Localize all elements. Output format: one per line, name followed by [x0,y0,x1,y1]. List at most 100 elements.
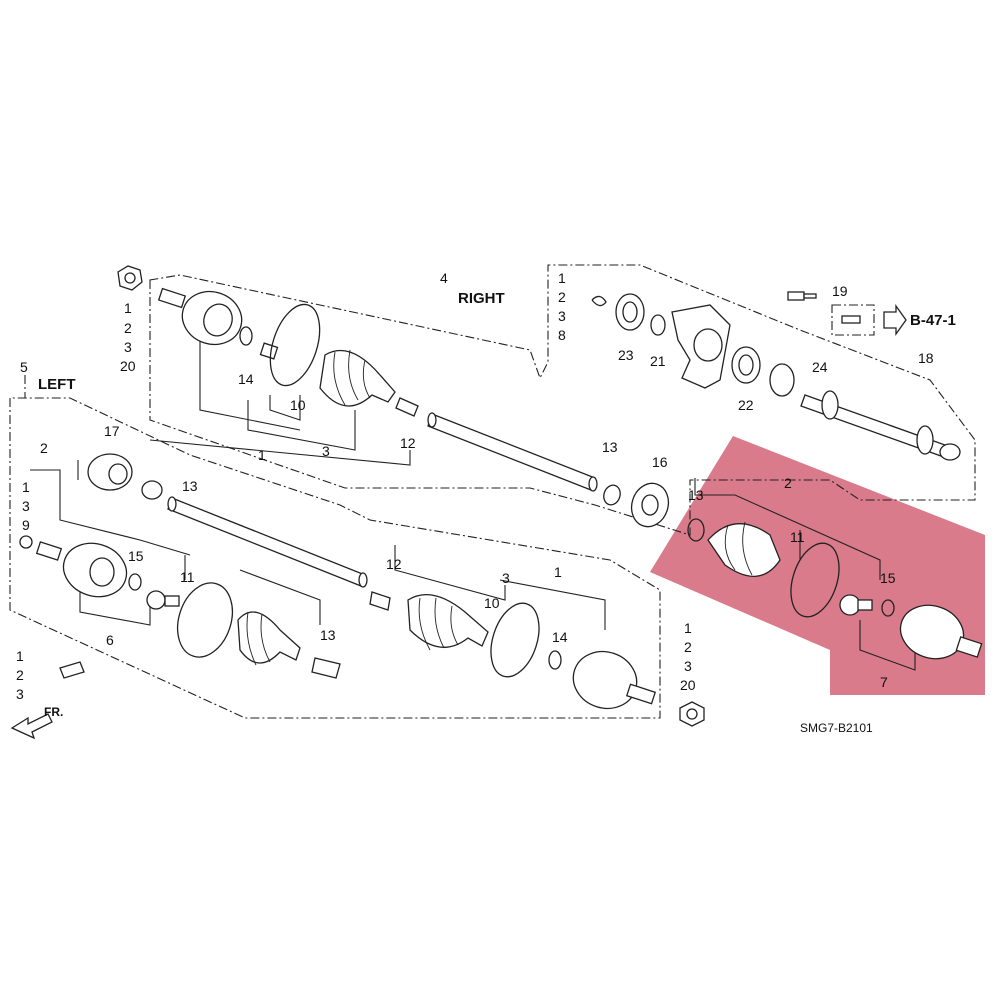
label-ls-c: 9 [22,517,30,533]
label-h7: 7 [880,674,888,690]
right-shaft [427,412,598,492]
nut-part-top [117,265,143,291]
label-tl-d: 20 [120,358,136,374]
label-br-c: 3 [684,658,692,674]
label-bl-a: 1 [16,648,24,664]
right-assembly-outline [149,264,976,536]
label-r12: 12 [400,435,416,451]
snap-ring-2 [591,295,607,307]
left-spider [146,590,180,610]
left-ring-9 [19,535,33,549]
label-tl-c: 3 [124,339,132,355]
label-l17: 17 [104,423,120,439]
hl-ring-15 [881,599,895,617]
right-heading: RIGHT [458,290,505,307]
label-r10: 10 [290,397,306,413]
front-label: FR. [44,705,63,719]
label-h2: 2 [784,475,792,491]
label-rb-b: 2 [558,289,566,305]
intermediate-shaft-18 [800,390,961,461]
left-assembly-outline [9,397,661,719]
label-r18: 18 [918,350,934,366]
label-5: 5 [20,359,28,375]
label-l13b: 13 [320,627,336,643]
label-br-a: 1 [684,620,692,636]
right-bracket-3 [247,400,356,451]
left-clamp-12 [369,591,391,611]
label-r22: 22 [738,397,754,413]
left-bracket-2 [30,469,191,556]
label-l14: 14 [552,629,568,645]
label-tl-a: 1 [124,300,132,316]
left-bracket-3 [394,545,506,601]
left-ring-15 [128,573,142,591]
right-outer-boot [319,349,396,407]
left-bracket-1 [499,579,606,630]
right-bracket-1-top [199,340,301,431]
hl-spider [839,594,873,616]
bearing-23 [615,293,645,331]
label-h15: 15 [880,570,896,586]
label-l13: 13 [182,478,198,494]
reference-code: B-47-1 [910,312,956,329]
bearing-bracket [671,304,731,389]
label-l3: 3 [502,570,510,586]
snap-ring-24 [769,363,795,397]
left-clamp-13b [311,657,341,679]
label-ls-a: 1 [22,479,30,495]
highlight-bracket-2 [694,478,881,580]
right-ring-13 [603,484,621,506]
label-h13: 13 [688,487,704,503]
label-4: 4 [440,270,448,286]
right-large-band [269,303,321,387]
label-r16: 16 [652,454,668,470]
left-shaft [167,496,368,588]
label-r14: 14 [238,371,254,387]
left-bracket-13b [239,569,321,625]
left-inner-joint-17 [87,453,133,491]
lower-left-bolt [59,661,85,679]
label-r23: 23 [618,347,634,363]
bolt-19 [787,291,817,301]
label-l2: 2 [40,440,48,456]
left-band-11 [176,582,234,658]
label-l6: 6 [106,632,114,648]
right-small-clamp [259,342,279,360]
left-heading: LEFT [38,376,76,393]
right-inner-joint-16 [630,482,670,528]
reference-arrow [883,303,907,337]
nut-part-bottom [679,701,705,727]
highlight-bracket-7 [859,620,916,671]
label-br-d: 20 [680,677,696,693]
label-l11: 11 [180,569,195,585]
label-r21: 21 [650,353,666,369]
right-bracket-1 [149,439,411,466]
label-h11: 11 [790,529,805,545]
bearing-22 [731,346,761,384]
label-r1: 1 [258,447,266,463]
label-rb-a: 1 [558,270,566,286]
right-clamp-12 [395,397,419,417]
label-l15: 15 [128,548,144,564]
label-l10: 10 [484,595,500,611]
label-r13: 13 [602,439,618,455]
left-bracket-6 [79,590,151,626]
left-ring-14 [548,650,562,670]
left-outer-boot [407,594,489,651]
diagram-code: SMG7-B2101 [800,721,873,735]
right-clip-ring [239,326,253,346]
label-r3: 3 [322,443,330,459]
hl-inner-joint-7 [899,604,983,660]
hl-ring-13 [687,518,705,542]
left-outer-joint [572,650,657,710]
label-tl-b: 2 [124,320,132,336]
hl-band-11 [790,542,840,618]
left-ring-13 [141,480,163,500]
label-ls-b: 3 [22,498,30,514]
reference-bolt [841,315,861,324]
reference-bolt-box [831,304,875,336]
front-direction-arrow [10,713,53,740]
left-inner-joint-6 [35,541,128,598]
